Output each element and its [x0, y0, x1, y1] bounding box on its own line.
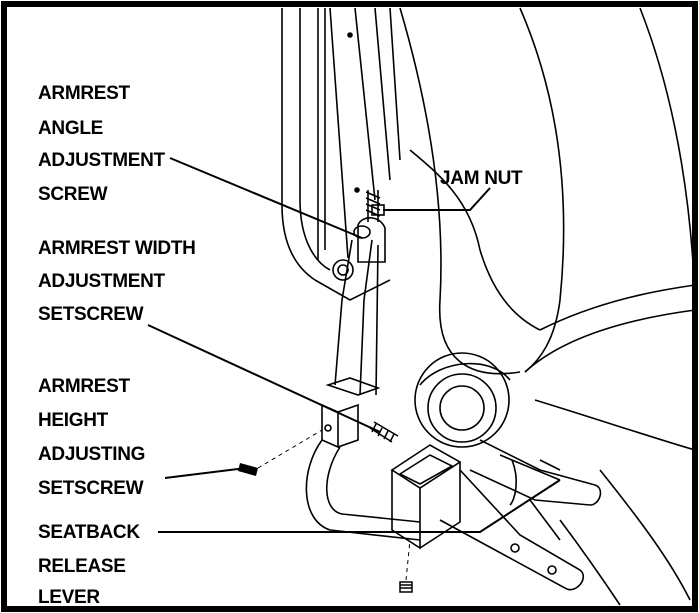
- assembly-dashes: [257, 429, 411, 581]
- label-height-setscrew: ARMREST HEIGHT ADJUSTING SETSCREW: [38, 376, 145, 499]
- label-release-lever: SEATBACK RELEASE LEVER: [38, 522, 141, 608]
- svg-text:ADJUSTMENT: ADJUSTMENT: [38, 150, 166, 171]
- svg-text:SEATBACK: SEATBACK: [38, 522, 140, 543]
- label-jam-nut: JAM NUT: [440, 168, 523, 189]
- leader-angle-screw: [169, 157, 363, 239]
- svg-text:ARMREST WIDTH: ARMREST WIDTH: [38, 238, 196, 259]
- seatback-cushion: [399, 7, 696, 606]
- label-width-setscrew: ARMREST WIDTH ADJUSTMENT SETSCREW: [38, 238, 196, 325]
- leader-jam-nut: [383, 187, 491, 211]
- setscrew-width: [369, 421, 399, 443]
- svg-text:SETSCREW: SETSCREW: [38, 478, 144, 499]
- svg-text:ARMREST: ARMREST: [38, 376, 131, 397]
- armrest-pad: [281, 7, 401, 301]
- seat-bracket: [305, 377, 462, 550]
- callout-leaders: [147, 157, 561, 533]
- armrest-post: [332, 190, 386, 396]
- svg-text:HEIGHT: HEIGHT: [38, 410, 109, 431]
- leader-width-setscrew: [147, 324, 381, 433]
- svg-text:RELEASE: RELEASE: [38, 556, 126, 577]
- setscrew-height: [238, 463, 258, 476]
- svg-text:SCREW: SCREW: [38, 184, 108, 205]
- label-angle-screw: ARMREST ANGLE ADJUSTMENT SCREW: [38, 83, 166, 205]
- svg-text:LEVER: LEVER: [38, 587, 100, 608]
- svg-text:ADJUSTMENT: ADJUSTMENT: [38, 271, 166, 292]
- leader-release-lever: [158, 479, 561, 533]
- svg-text:ADJUSTING: ADJUSTING: [38, 444, 145, 465]
- release-lever: [414, 352, 602, 591]
- svg-text:SETSCREW: SETSCREW: [38, 304, 144, 325]
- leader-height-setscrew: [164, 467, 247, 479]
- svg-text:ANGLE: ANGLE: [38, 118, 103, 139]
- setscrew-bottom: [399, 581, 413, 593]
- svg-text:ARMREST: ARMREST: [38, 83, 131, 104]
